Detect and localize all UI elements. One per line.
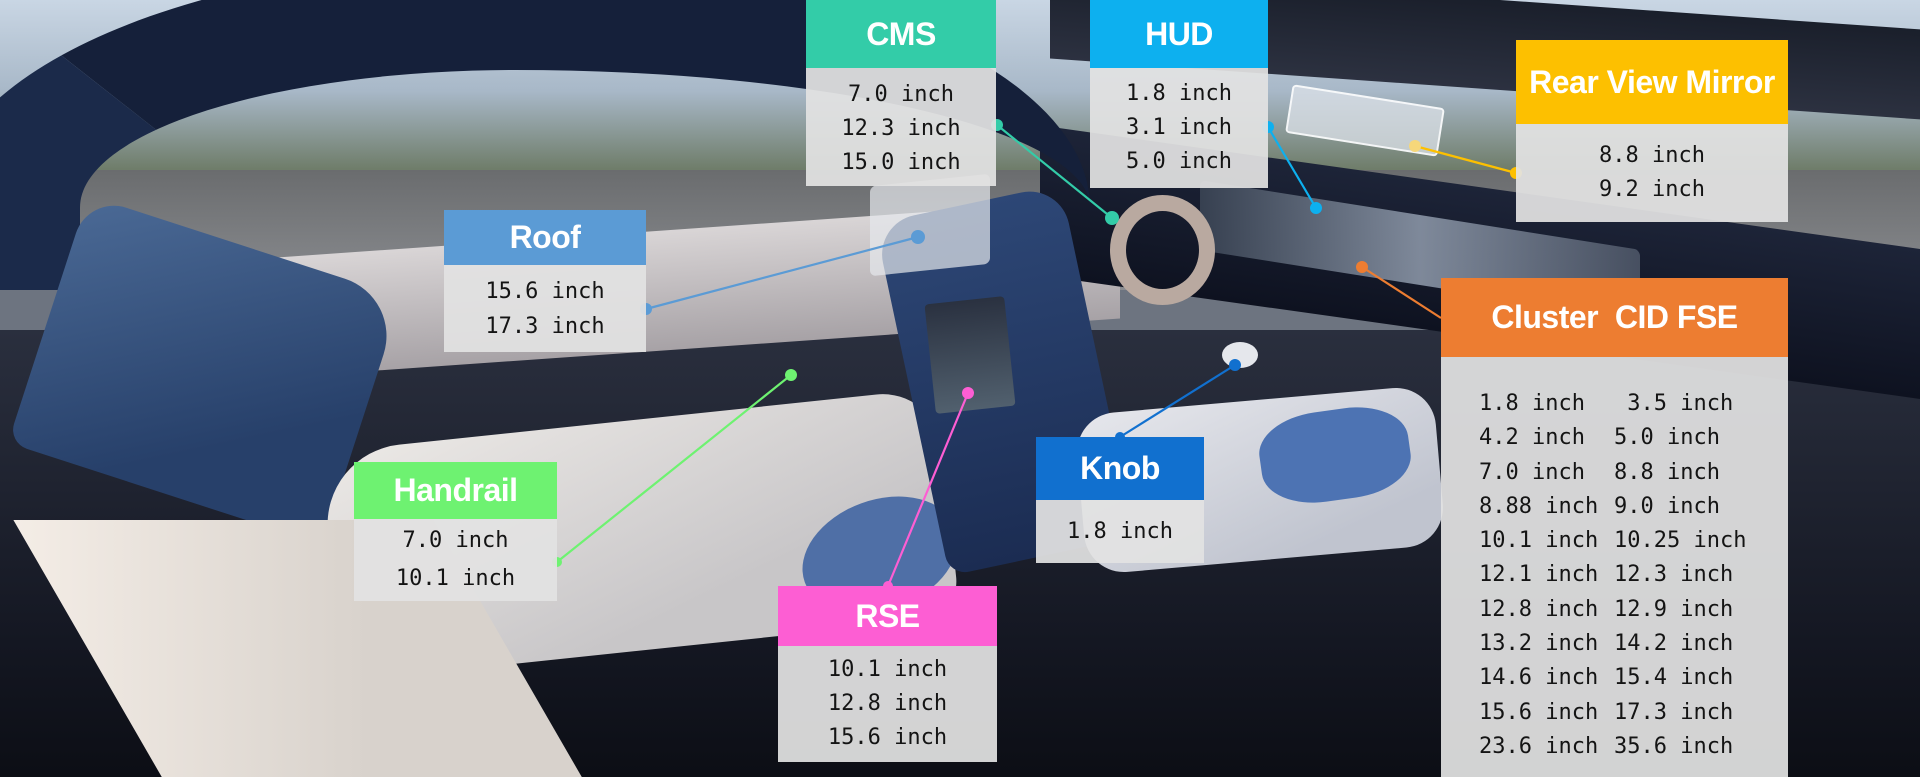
callout-sizes: 15.6 inch 17.3 inch	[444, 265, 646, 352]
callout-roof: Roof 15.6 inch 17.3 inch	[444, 210, 646, 352]
size-value: 1.8 inch	[1067, 519, 1173, 544]
callout-sizes: 8.8 inch 9.2 inch	[1516, 124, 1788, 222]
size-value: 17.3 inch	[1614, 699, 1734, 725]
rear-seat-entertainment-screen	[924, 296, 1016, 414]
size-value: 10.1 inch	[395, 566, 516, 591]
size-value: 14.2 inch	[1614, 631, 1734, 657]
knob-control	[1222, 342, 1258, 368]
callout-sizes: 7.0 inch 12.3 inch 15.0 inch	[806, 68, 996, 186]
callout-cms: CMS 7.0 inch 12.3 inch 15.0 inch	[806, 0, 996, 186]
callout-hud: HUD 1.8 inch 3.1 inch 5.0 inch	[1090, 0, 1268, 188]
callout-sizes: 10.1 inch 12.8 inch 15.6 inch	[778, 646, 997, 762]
callout-sizes: 7.0 inch 10.1 inch	[354, 519, 557, 601]
callout-sizes: 1.8 inch	[1036, 500, 1204, 563]
size-value: 15.4 inch	[1614, 665, 1734, 691]
callout-sizes: 1.8 inch 3.5 inch 4.2 inch 5.0 inch 7.0 …	[1441, 357, 1788, 777]
size-value: 8.88 inch	[1479, 493, 1599, 519]
size-value: 35.6 inch	[1614, 733, 1734, 759]
size-value: 4.2 inch	[1479, 425, 1585, 451]
size-value: 15.6 inch	[1479, 699, 1599, 725]
size-value: 12.1 inch	[1479, 562, 1599, 588]
size-value: 10.25 inch	[1614, 528, 1747, 554]
callout-cluster-cid-fse: Cluster CID FSE 1.8 inch 3.5 inch 4.2 in…	[1441, 278, 1788, 777]
size-value: 12.8 inch	[827, 691, 948, 716]
size-value: 23.6 inch	[1479, 733, 1599, 759]
size-value: 15.6 inch	[485, 278, 605, 304]
size-value: 10.1 inch	[1479, 528, 1599, 554]
callout-knob: Knob 1.8 inch	[1036, 437, 1204, 563]
size-value: 10.1 inch	[827, 657, 948, 682]
callout-title: Handrail	[354, 462, 557, 519]
size-value: 12.9 inch	[1614, 596, 1734, 622]
callout-title: Cluster CID FSE	[1441, 278, 1788, 357]
size-value: 12.3 inch	[841, 116, 961, 141]
size-value: 1.8 inch	[1126, 81, 1232, 106]
size-value: 5.0 inch	[1126, 149, 1232, 174]
callout-sizes: 1.8 inch 3.1 inch 5.0 inch	[1090, 68, 1268, 188]
size-value: 14.6 inch	[1479, 665, 1599, 691]
size-value: 5.0 inch	[1614, 425, 1720, 451]
size-value: 12.3 inch	[1614, 562, 1734, 588]
size-value: 17.3 inch	[485, 313, 605, 339]
callout-rear-view-mirror: Rear View Mirror 8.8 inch 9.2 inch	[1516, 40, 1788, 222]
callout-rse: RSE 10.1 inch 12.8 inch 15.6 inch	[778, 586, 997, 762]
size-value: 8.8 inch	[1614, 459, 1720, 485]
size-value: 15.0 inch	[841, 150, 961, 175]
size-value: 9.2 inch	[1599, 177, 1705, 202]
size-value: 13.2 inch	[1479, 631, 1599, 657]
size-grid: 1.8 inch 3.5 inch 4.2 inch 5.0 inch 7.0 …	[1441, 387, 1788, 764]
size-value: 7.0 inch	[1479, 459, 1585, 485]
size-value: 7.0 inch	[402, 528, 509, 553]
size-value: 1.8 inch	[1479, 391, 1585, 416]
callout-title: HUD	[1090, 0, 1268, 68]
size-value: 8.8 inch	[1599, 143, 1705, 168]
size-value: 9.0 inch	[1614, 493, 1720, 519]
steering-wheel	[1110, 195, 1215, 305]
size-value: 7.0 inch	[848, 82, 954, 107]
callout-title: Knob	[1036, 437, 1204, 500]
size-value: 12.8 inch	[1479, 596, 1599, 622]
callout-title: CMS	[806, 0, 996, 68]
size-value: 3.1 inch	[1126, 115, 1232, 140]
callout-handrail: Handrail 7.0 inch 10.1 inch	[354, 462, 557, 601]
callout-title: Rear View Mirror	[1516, 40, 1788, 124]
size-value: 15.6 inch	[827, 725, 948, 750]
callout-title: RSE	[778, 586, 997, 646]
size-value: 3.5 inch	[1614, 391, 1734, 416]
roof-display-screen	[870, 173, 990, 277]
callout-title: Roof	[444, 210, 646, 265]
